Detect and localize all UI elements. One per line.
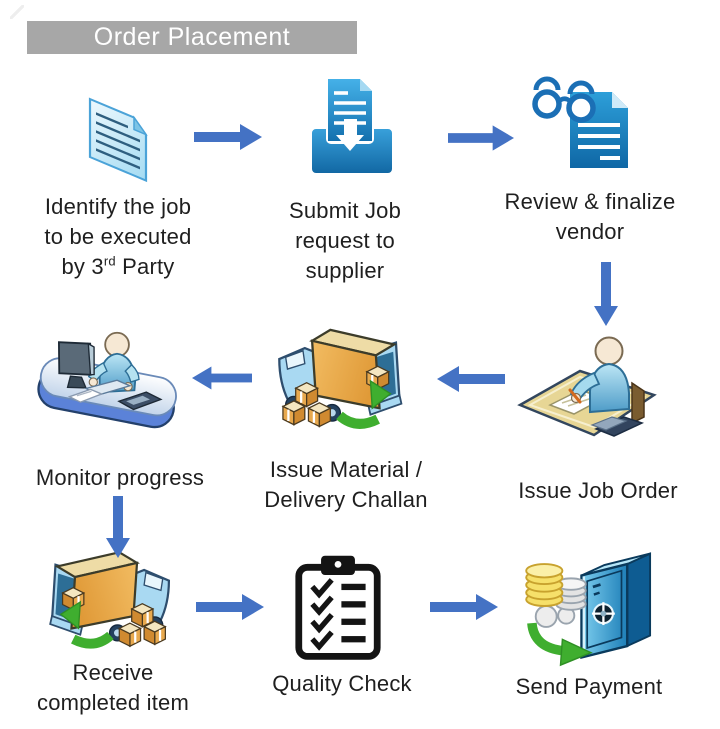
label-identify: Identify the job to be executed by 3rd P… bbox=[13, 192, 223, 282]
delivery-truck-receive-icon bbox=[49, 551, 171, 649]
arrow-receive-to-quality bbox=[196, 594, 264, 620]
arrow-quality-to-payment bbox=[430, 594, 498, 620]
arrow-review-to-issue-order bbox=[594, 262, 618, 326]
arrow-monitor-to-receive bbox=[106, 496, 130, 558]
label-line: by 3rd Party bbox=[61, 253, 175, 279]
label-receive: Receive completed item bbox=[13, 658, 213, 718]
label-line: Issue Job Order bbox=[518, 478, 678, 503]
label-review: Review & finalize vendor bbox=[490, 187, 690, 247]
arrow-material-to-monitor bbox=[192, 366, 252, 390]
label-payment: Send Payment bbox=[489, 672, 689, 702]
arrow-identify-to-submit bbox=[194, 124, 262, 150]
page-title: Order Placement bbox=[93, 23, 291, 51]
checklist-clipboard-icon bbox=[295, 555, 381, 660]
arrow-submit-to-review bbox=[448, 125, 514, 151]
document-icon bbox=[88, 97, 148, 183]
label-line: Issue Material / bbox=[269, 457, 423, 482]
label-submit: Submit Job request to supplier bbox=[245, 196, 445, 286]
label-line: Identify the job bbox=[44, 194, 192, 219]
label-line: Monitor progress bbox=[35, 465, 205, 490]
title-bar: Order Placement bbox=[27, 21, 357, 54]
ordinal-superscript: rd bbox=[103, 253, 116, 269]
corner-artifact bbox=[10, 5, 24, 19]
label-line: Quality Check bbox=[272, 671, 412, 696]
label-issue-order: Issue Job Order bbox=[498, 476, 698, 506]
label-line: Review & finalize bbox=[504, 189, 676, 214]
submit-document-tray-icon bbox=[312, 79, 392, 173]
binoculars-document-icon bbox=[532, 76, 628, 168]
label-line: Send Payment bbox=[515, 674, 663, 699]
label-line: request to bbox=[295, 228, 395, 253]
label-line: completed item bbox=[37, 690, 189, 715]
label-quality: Quality Check bbox=[242, 669, 442, 699]
coins-safe-icon bbox=[525, 552, 652, 667]
label-line: Receive bbox=[72, 660, 154, 685]
label-monitor: Monitor progress bbox=[15, 463, 225, 493]
person-desk-writing-icon bbox=[517, 336, 657, 437]
label-line: Submit Job bbox=[288, 198, 402, 223]
delivery-truck-icon bbox=[278, 328, 403, 429]
label-line: Delivery Challan bbox=[264, 487, 428, 512]
person-computer-desk-icon bbox=[37, 331, 177, 429]
label-line: vendor bbox=[555, 219, 625, 244]
label-line: supplier bbox=[305, 258, 385, 283]
label-issue-material: Issue Material / Delivery Challan bbox=[246, 455, 446, 515]
label-line: to be executed bbox=[44, 224, 192, 249]
arrow-issue-order-to-material bbox=[437, 366, 505, 392]
